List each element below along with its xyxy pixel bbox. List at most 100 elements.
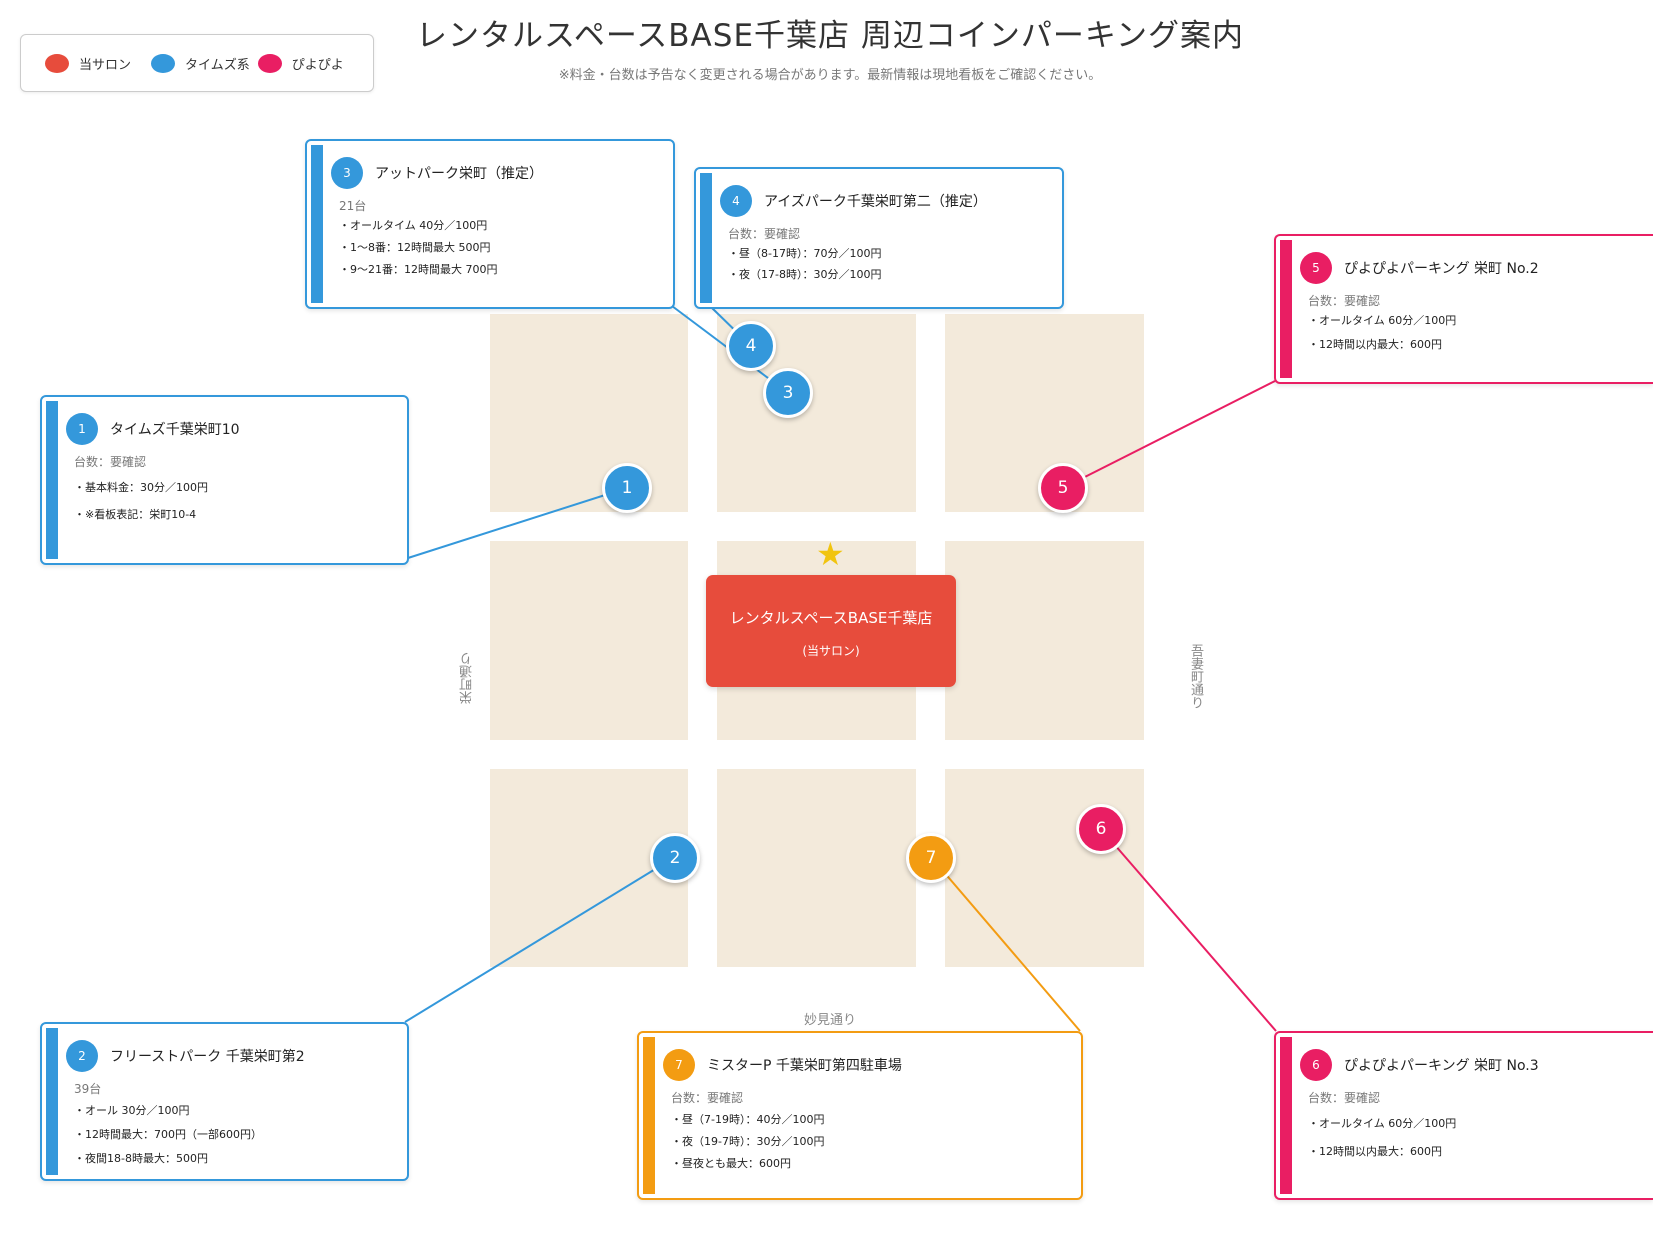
connector-line-1 [407, 487, 628, 559]
card-title: アットパーク栄町（推定） [375, 166, 543, 182]
parking-card-2[interactable]: 2 フリーストパーク 千葉栄町第2 39台 ・オール 30分／100円 ・12時… [40, 1022, 409, 1181]
card-number-badge: 4 [720, 185, 752, 217]
city-block [945, 541, 1144, 740]
card-accent-bar [1280, 1037, 1292, 1194]
card-capacity: 21台 [339, 199, 367, 213]
card-rates: ・オール 30分／100円 ・12時間最大：700円（一部600円） ・夜間18… [74, 1102, 262, 1166]
marker-number: 4 [745, 336, 757, 356]
parking-card-5[interactable]: 5 ぴよぴよパーキング 栄町 No.2 台数：要確認 ・オールタイム 60分／1… [1274, 234, 1653, 384]
card-capacity: 台数：要確認 [671, 1091, 744, 1105]
card-rate-line: ・※看板表記：栄町10-4 [74, 508, 197, 521]
legend-dot-salon [45, 53, 69, 73]
card-rates: ・オールタイム 60分／100円 ・12時間以内最大：600円 [1308, 312, 1456, 352]
parking-card-4[interactable]: 4 アイズパーク千葉栄町第二（推定） 台数：要確認 ・昼（8-17時）：70分／… [694, 167, 1064, 309]
connector-line-7 [930, 856, 1081, 1032]
city-block [945, 769, 1144, 967]
road-label-bottom: 妙見通り [804, 1013, 857, 1028]
card-header: 3 アットパーク栄町（推定） [331, 157, 543, 189]
card-header: 7 ミスターP 千葉栄町第四駐車場 [663, 1049, 902, 1081]
card-header: 1 タイムズ千葉栄町10 [66, 413, 240, 445]
card-number-badge: 5 [1300, 252, 1332, 284]
card-header: 5 ぴよぴよパーキング 栄町 No.2 [1300, 252, 1539, 284]
city-block [490, 541, 688, 740]
card-title: ぴよぴよパーキング 栄町 No.3 [1344, 1058, 1539, 1074]
card-title: タイムズ千葉栄町10 [110, 422, 240, 438]
marker-number: 2 [669, 848, 681, 868]
card-accent-bar [311, 145, 323, 303]
card-capacity: 台数：要確認 [74, 455, 147, 469]
card-accent-bar [700, 173, 712, 303]
parking-card-3[interactable]: 3 アットパーク栄町（推定） 21台 ・オールタイム 40分／100円 ・1〜8… [305, 139, 675, 309]
card-capacity: 39台 [74, 1082, 102, 1096]
card-header: 2 フリーストパーク 千葉栄町第2 [66, 1040, 305, 1072]
parking-marker-4[interactable]: 4 [726, 321, 776, 371]
connector-line-6 [1100, 828, 1277, 1032]
legend: 当サロン タイムズ系 ぴよぴよ [20, 34, 374, 92]
connector-line-2 [404, 856, 676, 1023]
card-title: ミスターP 千葉栄町第四駐車場 [707, 1058, 902, 1074]
card-rates: ・オールタイム 40分／100円 ・1〜8番：12時間最大 500円 ・9〜21… [339, 217, 497, 277]
card-rate-line: ・昼（8-17時）：70分／100円 [728, 247, 882, 260]
card-rate-line: ・9〜21番：12時間最大 700円 [339, 263, 498, 276]
legend-label-times: タイムズ系 [185, 57, 250, 73]
card-number-badge: 6 [1300, 1049, 1332, 1081]
card-header: 6 ぴよぴよパーキング 栄町 No.3 [1300, 1049, 1539, 1081]
card-accent-bar [46, 1028, 58, 1175]
card-rates: ・昼（7-19時）：40分／100円 ・夜（19-7時）：30分／100円 ・昼… [671, 1111, 824, 1171]
legend-dot-times [151, 53, 176, 73]
card-rate-line: ・12時間以内最大：600円 [1308, 338, 1442, 351]
star-icon: ★ [816, 535, 845, 573]
card-number-badge: 3 [331, 157, 363, 189]
salon-sub: (当サロン) [802, 644, 860, 658]
card-rates: ・オールタイム 60分／100円 ・12時間以内最大：600円 [1308, 1115, 1456, 1159]
parking-marker-3[interactable]: 3 [763, 368, 813, 418]
legend-item-piyo: ぴよぴよ [257, 53, 344, 73]
card-rate-line: ・夜間18-8時最大：500円 [74, 1152, 208, 1165]
marker-number: 1 [621, 478, 633, 498]
marker-number: 3 [782, 383, 794, 403]
card-rate-line: ・オールタイム 60分／100円 [1308, 1117, 1457, 1130]
parking-marker-6[interactable]: 6 [1076, 804, 1126, 854]
card-rate-line: ・夜（19-7時）：30分／100円 [671, 1135, 825, 1148]
legend-label-piyo: ぴよぴよ [291, 57, 344, 73]
card-capacity: 台数：要確認 [728, 227, 801, 241]
card-rates: ・昼（8-17時）：70分／100円 ・夜（17-8時）：30分／100円 [728, 245, 881, 282]
salon-box[interactable]: レンタルスペースBASE千葉店 (当サロン) [706, 575, 956, 687]
card-rate-line: ・昼夜とも最大：600円 [671, 1157, 791, 1170]
card-title: ぴよぴよパーキング 栄町 No.2 [1344, 261, 1539, 277]
card-accent-bar [46, 401, 58, 559]
legend-item-salon: 当サロン [45, 53, 132, 73]
page-title: レンタルスペースBASE千葉店 周辺コインパーキング案内 [416, 18, 1244, 54]
marker-number: 6 [1095, 819, 1107, 839]
parking-marker-2[interactable]: 2 [650, 833, 700, 883]
page-subtitle: ※料金・台数は予告なく変更される場合があります。最新情報は現地看板をご確認くださ… [558, 68, 1102, 83]
parking-card-1[interactable]: 1 タイムズ千葉栄町10 台数：要確認 ・基本料金：30分／100円 ・※看板表… [40, 395, 409, 565]
marker-number: 7 [925, 848, 937, 868]
card-rate-line: ・オールタイム 40分／100円 [339, 219, 488, 232]
card-number-badge: 7 [663, 1049, 695, 1081]
parking-marker-1[interactable]: 1 [602, 463, 652, 513]
card-accent-bar [643, 1037, 655, 1194]
parking-card-6[interactable]: 6 ぴよぴよパーキング 栄町 No.3 台数：要確認 ・オールタイム 60分／1… [1274, 1031, 1653, 1200]
marker-number: 5 [1057, 478, 1069, 498]
card-rate-line: ・昼（7-19時）：40分／100円 [671, 1113, 825, 1126]
parking-card-7[interactable]: 7 ミスターP 千葉栄町第四駐車場 台数：要確認 ・昼（7-19時）：40分／1… [637, 1031, 1083, 1200]
legend-item-times: タイムズ系 [151, 53, 250, 73]
card-rate-line: ・基本料金：30分／100円 [74, 481, 208, 494]
parking-marker-5[interactable]: 5 [1038, 463, 1088, 513]
legend-dot-piyo [257, 53, 282, 73]
salon-name: レンタルスペースBASE千葉店 [729, 609, 933, 627]
card-rate-line: ・12時間最大：700円（一部600円） [74, 1128, 262, 1141]
parking-marker-7[interactable]: 7 [906, 833, 956, 883]
city-block [490, 314, 688, 512]
card-rate-line: ・1〜8番：12時間最大 500円 [339, 241, 491, 254]
legend-label-salon: 当サロン [79, 57, 132, 73]
card-capacity: 台数：要確認 [1308, 294, 1381, 308]
card-title: フリーストパーク 千葉栄町第2 [110, 1049, 305, 1065]
card-rate-line: ・12時間以内最大：600円 [1308, 1145, 1442, 1158]
card-rate-line: ・オール 30分／100円 [74, 1104, 190, 1117]
card-header: 4 アイズパーク千葉栄町第二（推定） [720, 185, 987, 217]
road-label-right: 吾妻町通り [1188, 644, 1203, 709]
card-title: アイズパーク千葉栄町第二（推定） [764, 194, 987, 210]
